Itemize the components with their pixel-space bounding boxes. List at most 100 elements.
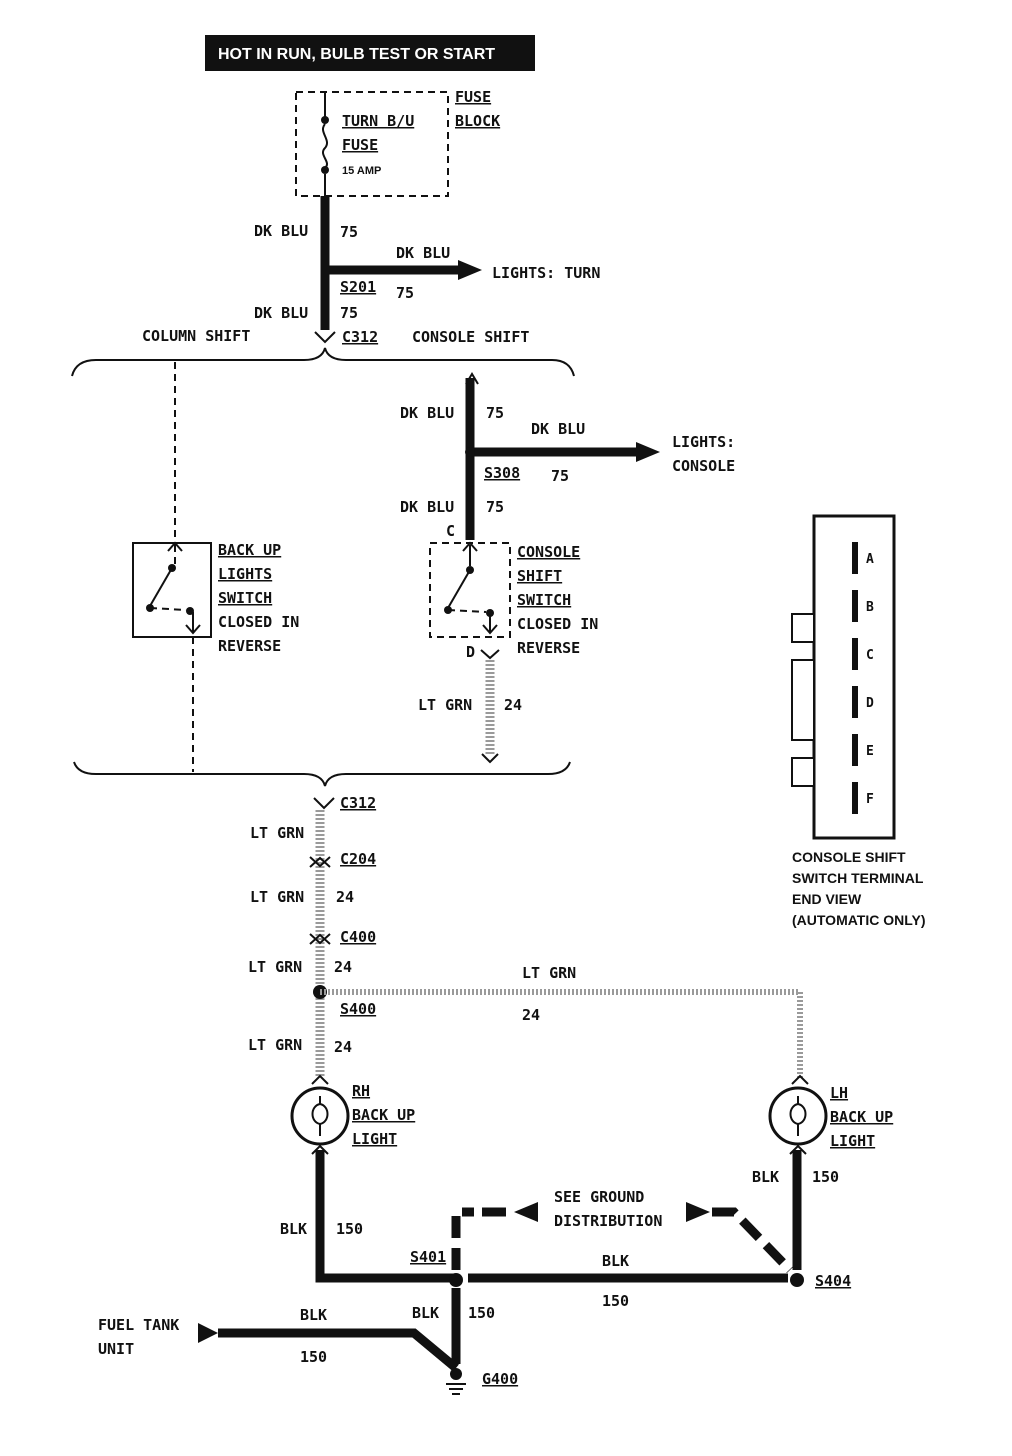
terminal-key-tab-3: [791, 757, 815, 787]
circuit-150-1: 150: [336, 1220, 363, 1238]
connector-d-icon: [480, 649, 500, 660]
terminal-pin-c-blade: [852, 638, 858, 670]
terminal-pin-f-label: F: [866, 792, 874, 807]
circuit-75-1: 75: [340, 223, 358, 241]
fuse-terminal-top: [321, 116, 329, 124]
lt-grn-lh-branch-wire: [320, 989, 803, 1080]
terminal-caption-4: (AUTOMATIC ONLY): [792, 912, 926, 928]
fuse-terminal-bottom: [321, 166, 329, 174]
circuit-24-1: 24: [504, 696, 522, 714]
circuit-24-5: 24: [334, 1038, 352, 1056]
terminal-key-tab-1: [791, 613, 815, 643]
wire-color-lt-grn-6: LT GRN: [248, 1036, 302, 1054]
fuse-rating: 15 AMP: [342, 165, 381, 177]
pin-c-label: C: [446, 522, 455, 540]
rh-blk-ground-wire: [315, 1150, 456, 1283]
connector-c312-bottom-icon: [313, 797, 335, 810]
rh-light-terminal-icon: [311, 1074, 329, 1085]
terminal-caption-3: END VIEW: [792, 891, 862, 907]
circuit-75-6: 75: [486, 498, 504, 516]
branch-brace-top: [71, 347, 575, 377]
rh-light-line2: BACK UP: [352, 1106, 415, 1124]
fuel-tank-line1: FUEL TANK: [98, 1316, 179, 1334]
lh-light-line2: BACK UP: [830, 1108, 893, 1126]
backup-lights-switch-box: [132, 542, 212, 638]
circuit-150-5: 150: [300, 1348, 327, 1366]
wire-color-lt-grn-2: LT GRN: [250, 824, 304, 842]
splice-s404-dot: [790, 1273, 804, 1287]
terminal-pin-d-label: D: [866, 696, 874, 711]
column-shift-label: COLUMN SHIFT: [142, 327, 250, 345]
wire-color-lt-grn-3: LT GRN: [250, 888, 304, 906]
rh-light-line3: LIGHT: [352, 1130, 397, 1148]
rh-light-line1: RH: [352, 1082, 370, 1100]
lh-bulb-filament-icon: [789, 1096, 807, 1136]
console-switch-terminal-top-icon: [462, 541, 478, 552]
wire-color-blk-5: BLK: [300, 1306, 327, 1324]
see-ground-line2: DISTRIBUTION: [554, 1212, 662, 1230]
wire-color-dk-blu-4: DK BLU: [400, 404, 454, 422]
switch-terminal-bottom-icon: [185, 624, 201, 635]
connector-c204: C204: [340, 850, 376, 868]
console-switch-contact-lower: [486, 609, 494, 617]
console-switch-terminal-bottom-icon: [482, 624, 498, 635]
splice-s401-dot: [449, 1273, 463, 1287]
terminal-key-tab-2: [791, 659, 815, 741]
ground-g400: G400: [482, 1370, 518, 1388]
circuit-75-4: 75: [486, 404, 504, 422]
console-switch-link: [447, 609, 487, 613]
backup-switch-line1: BACK UP: [218, 541, 281, 559]
circuit-75-3: 75: [340, 304, 358, 322]
console-lt-grn-end-icon: [481, 753, 499, 764]
backup-switch-line4: CLOSED IN: [218, 613, 299, 631]
see-ground-line1: SEE GROUND: [554, 1188, 644, 1206]
fuse-block-label-1: FUSE: [455, 88, 491, 106]
connector-c312-top: C312: [342, 328, 378, 346]
connector-c204-icon-a: [309, 856, 331, 868]
lh-light-line1: LH: [830, 1084, 848, 1102]
circuit-24-3: 24: [334, 958, 352, 976]
terminal-pin-a-blade: [852, 542, 858, 574]
arrow-left-icon: [514, 1202, 538, 1222]
connector-c312-bottom: C312: [340, 794, 376, 812]
fuse-block-outline: [295, 91, 449, 197]
connector-c400-icon-b: [309, 933, 331, 945]
console-switch-line3: SWITCH: [517, 591, 571, 609]
lights-turn-label: LIGHTS: TURN: [492, 264, 600, 282]
header-title: HOT IN RUN, BULB TEST OR START: [218, 46, 495, 63]
circuit-150-4: 150: [468, 1304, 495, 1322]
wire-color-dk-blu-1: DK BLU: [254, 222, 308, 240]
console-shift-label: CONSOLE SHIFT: [412, 328, 529, 346]
lights-console-line1: LIGHTS:: [672, 433, 735, 451]
wire-color-lt-grn-1: LT GRN: [418, 696, 472, 714]
splice-s404: S404: [815, 1272, 851, 1290]
splice-s201: S201: [340, 278, 376, 296]
console-switch-line4: CLOSED IN: [517, 615, 598, 633]
fuel-tank-line2: UNIT: [98, 1340, 134, 1358]
wire-color-dk-blu-3: DK BLU: [254, 304, 308, 322]
wire-color-dk-blu-2: DK BLU: [396, 244, 450, 262]
lh-bulb-icon: [768, 1086, 828, 1146]
terminal-pin-b-label: B: [866, 600, 874, 615]
splice-s308: S308: [484, 464, 520, 482]
circuit-75-2: 75: [396, 284, 414, 302]
splice-s400: S400: [340, 1000, 376, 1018]
fuse-icon: [322, 123, 328, 169]
circuit-24-2: 24: [336, 888, 354, 906]
circuit-75-5: 75: [551, 467, 569, 485]
terminal-caption-1: CONSOLE SHIFT: [792, 849, 906, 865]
connector-c400-icon-a: [309, 933, 331, 945]
wire-color-dk-blu-6: DK BLU: [400, 498, 454, 516]
arrow-right-icon-2: [636, 442, 660, 462]
rh-bulb-filament-icon: [311, 1096, 329, 1136]
connector-c204-icon-b: [309, 856, 331, 868]
console-switch-line2: SHIFT: [517, 567, 562, 585]
backup-switch-line3: SWITCH: [218, 589, 272, 607]
terminal-pin-f-blade: [852, 782, 858, 814]
lh-light-terminal-icon: [791, 1074, 809, 1085]
fuel-tank-arrow-icon: [198, 1323, 218, 1343]
lights-console-line2: CONSOLE: [672, 457, 735, 475]
connector-c400: C400: [340, 928, 376, 946]
wire-color-lt-grn-4: LT GRN: [248, 958, 302, 976]
